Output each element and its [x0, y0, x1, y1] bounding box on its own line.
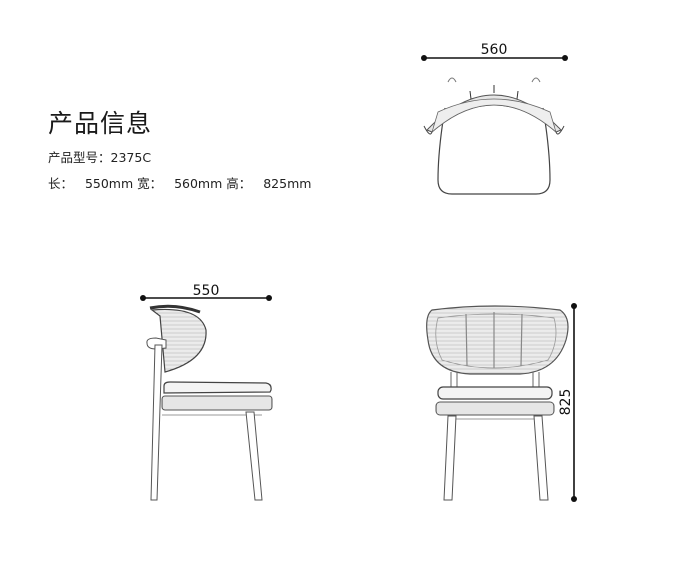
dimension-825: 825	[558, 303, 577, 502]
model-number: 产品型号：2375C	[48, 147, 151, 166]
height-label: 高：	[226, 176, 252, 191]
page-title: 产品信息	[48, 109, 153, 138]
dimension-label-length: 550	[193, 283, 220, 299]
model-value: 2375C	[110, 150, 152, 165]
length-value: 550mm	[84, 176, 134, 191]
front-view: 825	[426, 303, 577, 502]
height-value: 825mm	[263, 176, 312, 191]
length-label: 长：	[48, 176, 74, 191]
top-view: 560	[421, 42, 568, 195]
side-view: 550	[140, 283, 273, 501]
width-label: 宽：	[137, 176, 163, 191]
model-label: 产品型号：	[48, 150, 111, 165]
dimensions-row: 长： 550mm 宽： 560mm 高： 825mm	[48, 173, 311, 192]
width-value: 560mm	[174, 176, 223, 191]
dimension-560: 560	[421, 42, 568, 61]
dimension-label-height: 825	[558, 389, 574, 416]
dimension-550: 550	[140, 283, 272, 301]
dimension-label-width: 560	[481, 42, 508, 58]
